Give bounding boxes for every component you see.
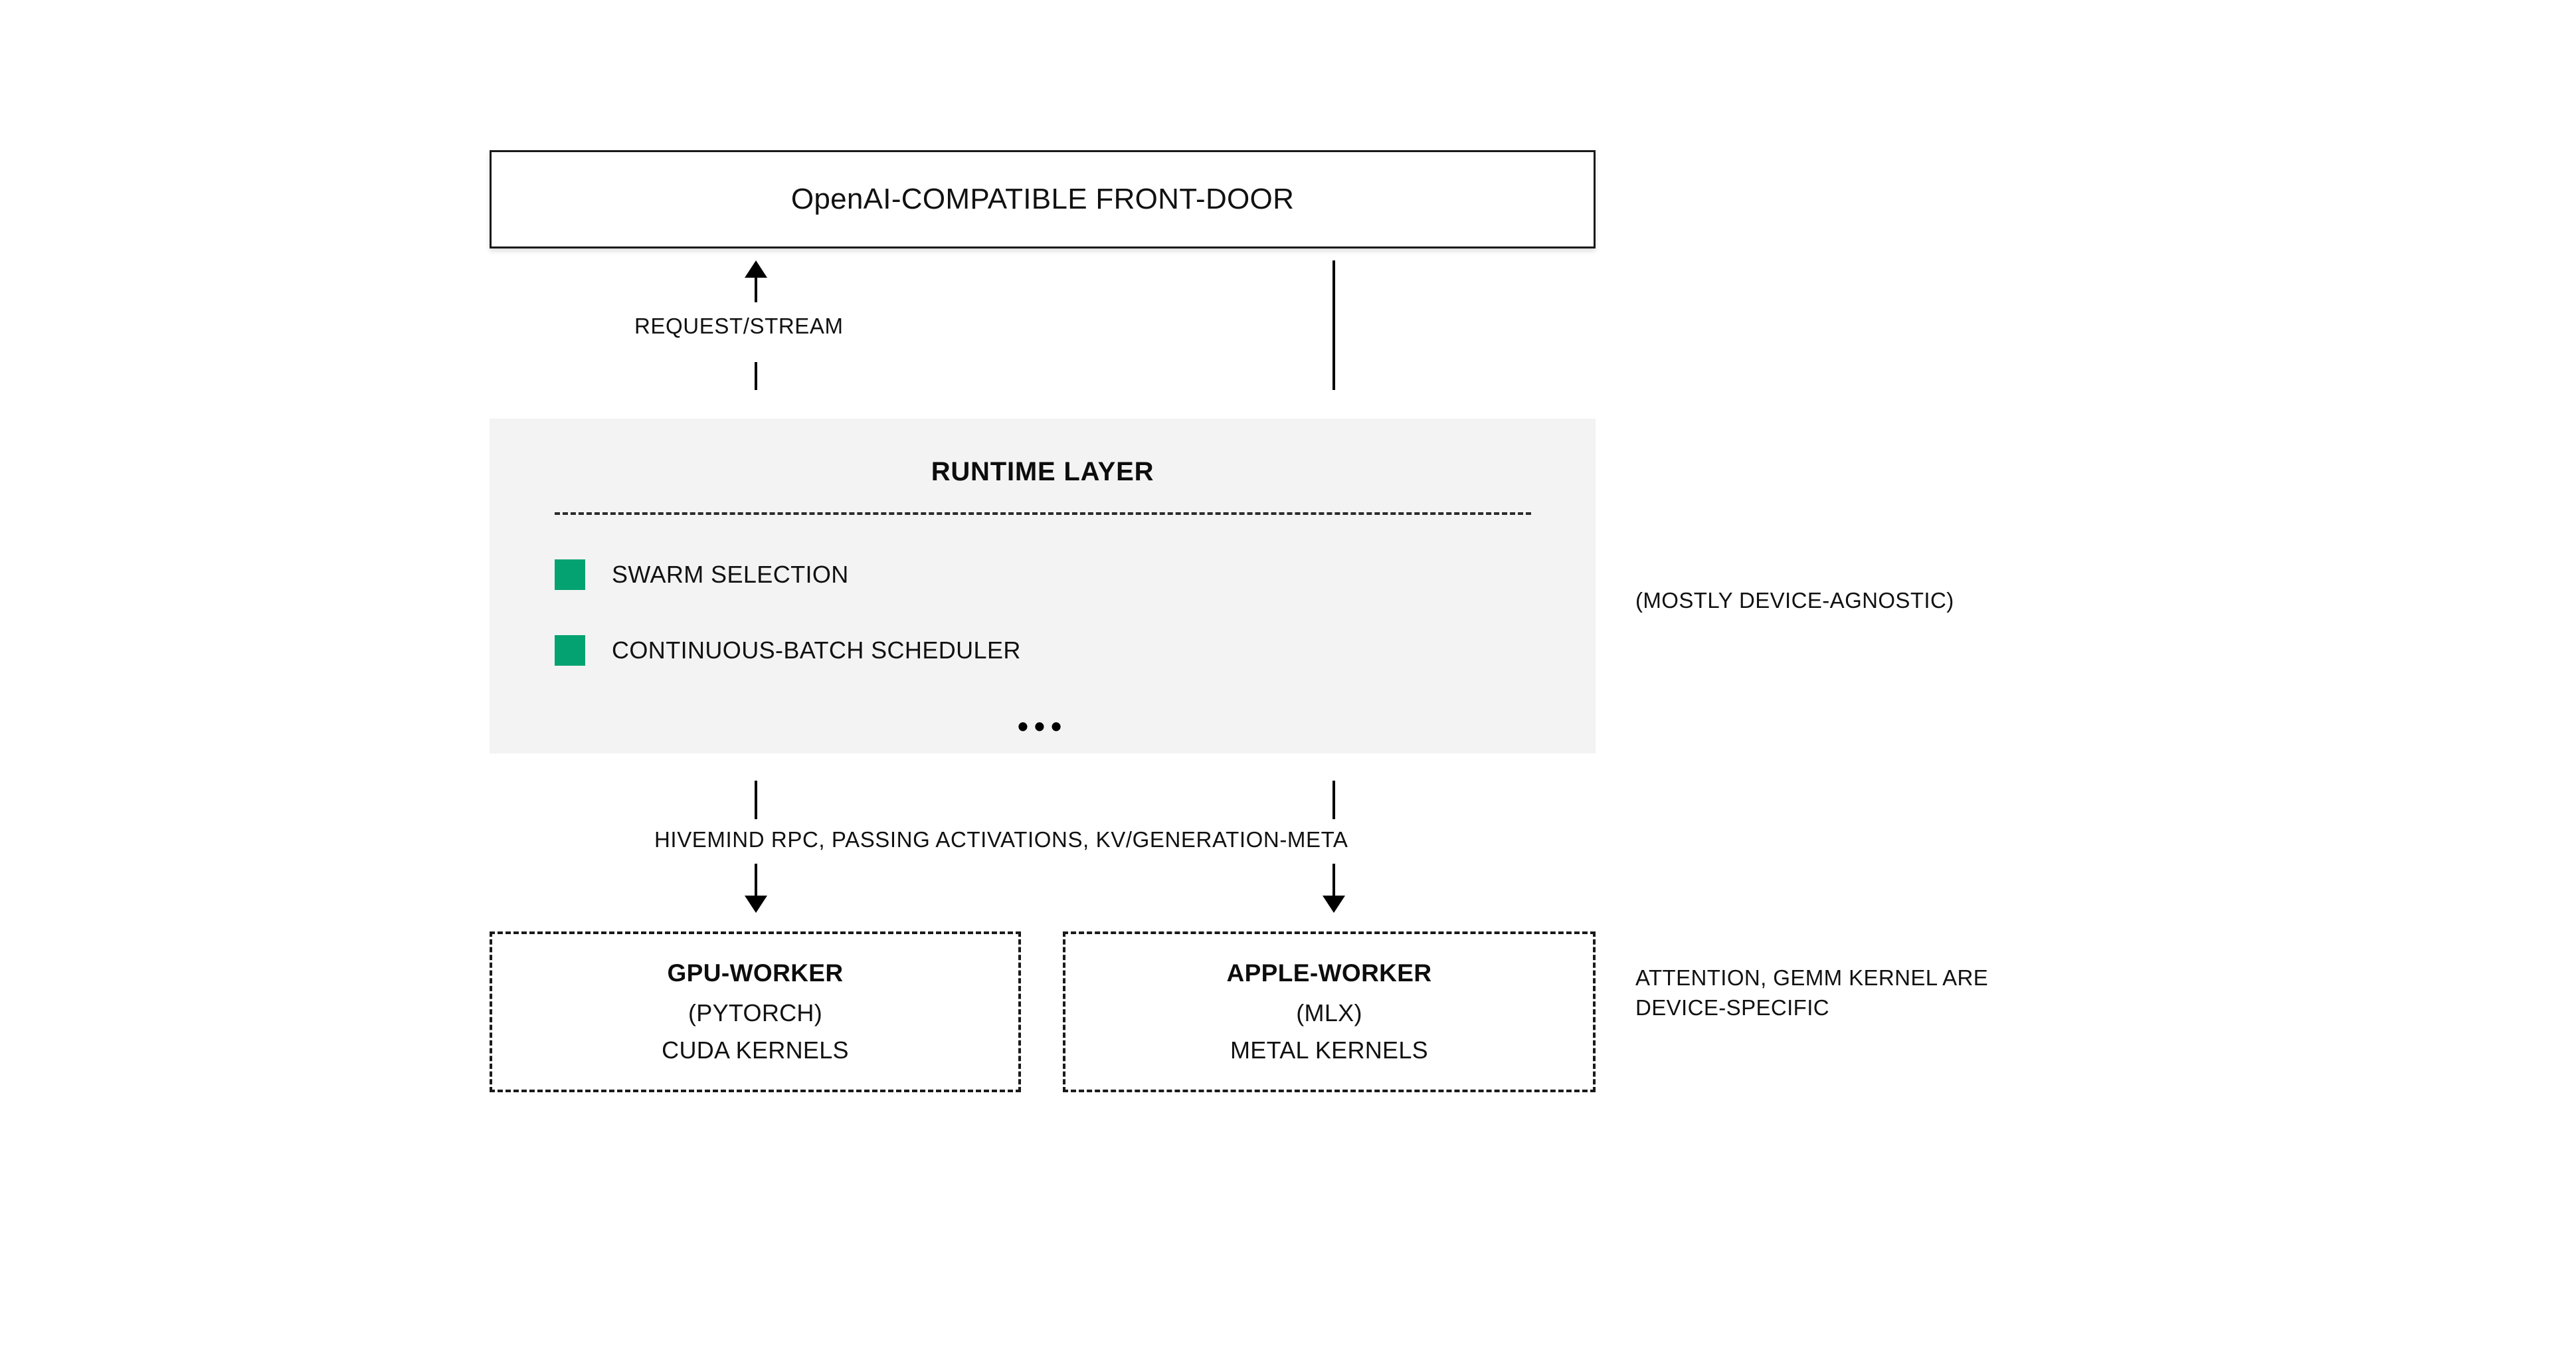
hivemind-rpc-label: HIVEMIND RPC, PASSING ACTIVATIONS, KV/GE… xyxy=(654,827,1348,852)
gpu-worker-framework: (PYTORCH) xyxy=(688,999,823,1026)
apple-worker-framework: (MLX) xyxy=(1296,999,1362,1026)
runtime-item-label: SWARM SELECTION xyxy=(612,561,849,588)
bullet-square-icon xyxy=(555,635,585,666)
hivemind-line-left-upper xyxy=(755,781,757,819)
hivemind-arrowhead-left-icon xyxy=(745,896,767,913)
runtime-divider xyxy=(555,512,1531,515)
worker-note-annotation: ATTENTION, GEMM KERNEL ARE DEVICE-SPECIF… xyxy=(1635,963,2100,1022)
runtime-item-continuous-batch-scheduler: CONTINUOUS-BATCH SCHEDULER xyxy=(555,635,1021,666)
request-stream-line-upper xyxy=(755,276,757,302)
apple-worker-box: APPLE-WORKER (MLX) METAL KERNELS xyxy=(1063,931,1596,1092)
front-door-box: OpenAI-COMPATIBLE FRONT-DOOR xyxy=(490,150,1596,248)
request-stream-label: REQUEST/STREAM xyxy=(634,314,844,338)
gpu-worker-box: GPU-WORKER (PYTORCH) CUDA KERNELS xyxy=(490,931,1021,1092)
gpu-worker-kernels: CUDA KERNELS xyxy=(662,1036,849,1064)
hivemind-line-right-lower xyxy=(1333,864,1335,897)
request-stream-arrowhead-icon xyxy=(745,260,767,278)
gpu-worker-title: GPU-WORKER xyxy=(667,959,844,987)
runtime-ellipsis: ••• xyxy=(1017,709,1068,743)
apple-worker-title: APPLE-WORKER xyxy=(1226,959,1432,987)
runtime-layer-panel: RUNTIME LAYER SWARM SELECTION CONTINUOUS… xyxy=(490,419,1596,753)
worker-note-line-1: ATTENTION, GEMM KERNEL ARE xyxy=(1635,965,1989,990)
front-door-label: OpenAI-COMPATIBLE FRONT-DOOR xyxy=(790,183,1295,215)
runtime-item-swarm-selection: SWARM SELECTION xyxy=(555,559,849,590)
apple-worker-kernels: METAL KERNELS xyxy=(1230,1036,1428,1064)
hivemind-arrowhead-right-icon xyxy=(1323,896,1345,913)
runtime-item-label: CONTINUOUS-BATCH SCHEDULER xyxy=(612,636,1021,664)
front-door-runtime-connector xyxy=(1333,260,1335,390)
runtime-note-annotation: (MOSTLY DEVICE-AGNOSTIC) xyxy=(1635,588,1954,613)
runtime-layer-title: RUNTIME LAYER xyxy=(931,457,1154,486)
request-stream-line-lower xyxy=(755,362,757,390)
bullet-square-icon xyxy=(555,559,585,590)
hivemind-line-right-upper xyxy=(1333,781,1335,819)
worker-note-line-2: DEVICE-SPECIFIC xyxy=(1635,995,1830,1020)
hivemind-line-left-lower xyxy=(755,864,757,897)
